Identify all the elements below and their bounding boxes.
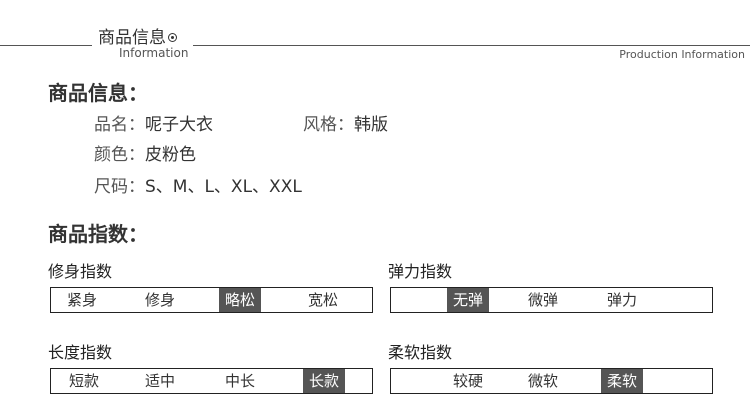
style-value: 韩版 [354,115,388,135]
fit-option: 宽松 [307,291,338,309]
color-label: 颜色： [94,145,145,165]
size-row: 尺码：S、M、L、XL、XXL [94,176,302,198]
header-title: 商品信息 [98,28,166,48]
length-option: 中长 [224,372,255,390]
fit-option: 略松 [219,288,261,312]
name-label: 品名： [94,115,145,135]
elasticity-index-scale: 无弹 微弹 弹力 [390,287,713,313]
length-index-scale: 短款 适中 中长 长款 [50,368,373,394]
color-row: 颜色：皮粉色 [94,144,196,166]
softness-option: 微软 [527,372,558,390]
fit-index-scale: 紧身 修身 略松 宽松 [50,287,373,313]
fit-option: 修身 [144,291,175,309]
name-value: 呢子大衣 [145,115,213,135]
basic-info-title: 商品信息： [48,81,148,105]
header-right-text: Production Information [619,48,745,61]
elasticity-option: 弹力 [606,291,637,309]
size-value: S、M、L、XL、XXL [145,177,302,197]
length-option: 适中 [144,372,175,390]
length-index-label: 长度指数 [48,343,113,362]
header-title-wrap: 商品信息 [98,28,177,48]
header-rule-left [0,45,92,46]
elasticity-option: 无弹 [447,288,489,312]
softness-option: 柔软 [601,369,643,393]
style-row: 风格：韩版 [303,114,388,136]
target-dot-icon [168,32,177,42]
softness-index-label: 柔软指数 [388,343,453,362]
softness-option: 较硬 [452,372,483,390]
length-option: 短款 [68,372,99,390]
fit-option: 紧身 [66,291,97,309]
style-label: 风格： [303,115,354,135]
header-rule-right [193,45,750,46]
elasticity-index-label: 弹力指数 [388,262,453,281]
name-row: 品名：呢子大衣 [94,114,213,136]
size-label: 尺码： [94,177,145,197]
elasticity-option: 微弹 [527,291,558,309]
color-value: 皮粉色 [145,145,196,165]
length-option: 长款 [303,369,345,393]
fit-index-label: 修身指数 [48,262,113,281]
softness-index-scale: 较硬 微软 柔软 [390,368,713,394]
indices-title: 商品指数： [48,222,148,246]
header-subtitle: Information [119,46,189,60]
